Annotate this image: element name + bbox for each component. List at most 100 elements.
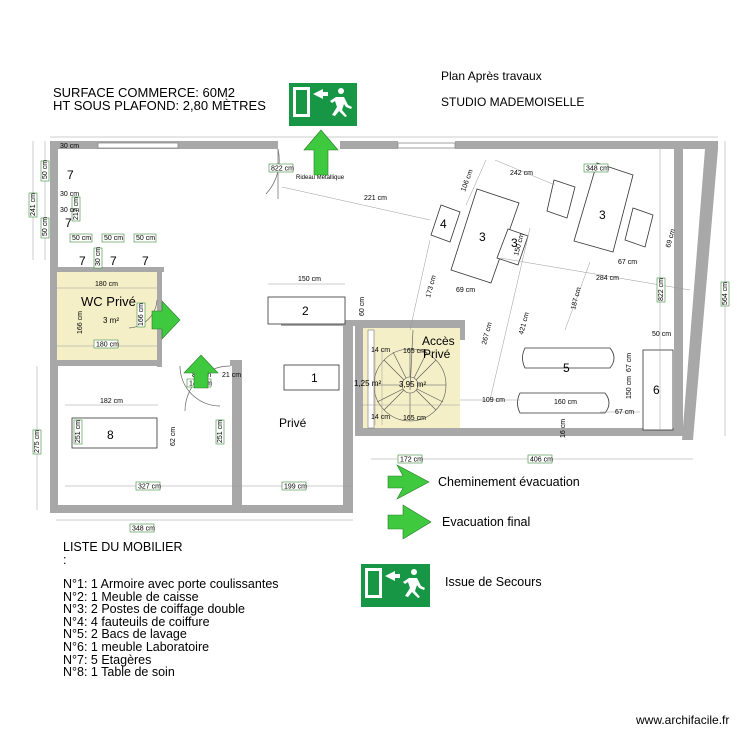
furniture-number: 2 <box>302 304 309 318</box>
stair-area: 1,25 m² <box>354 379 381 388</box>
dim-label: 67 cm <box>618 259 637 266</box>
furniture-number: 5 <box>563 361 570 375</box>
dim-label: 106 cm <box>460 169 474 193</box>
dim-label: 69 cm <box>665 228 677 248</box>
dim-label: 160 cm <box>554 399 577 406</box>
furniture-number: 7 <box>110 254 117 268</box>
surface-label: SURFACE COMMERCE: 60M2 <box>53 85 236 100</box>
mobilier-item: N°5: 2 Bacs de lavage <box>63 627 187 642</box>
dim-label: 348 cm <box>132 526 155 533</box>
mobilier-list: N°1: 1 Armoire avec porte coulissantes N… <box>63 578 279 679</box>
dim-label: 50 cm <box>136 235 155 242</box>
dim-label: 180 cm <box>95 281 118 288</box>
legend-evacuation: Evacuation final <box>442 515 531 529</box>
legend-cheminement: Cheminement évacuation <box>438 475 580 489</box>
dim-label: 348 cm <box>586 166 609 173</box>
wc-area: 3 m² <box>103 316 119 325</box>
dim-label: 67 cm <box>626 353 633 372</box>
dim-label: 50 cm <box>104 235 123 242</box>
dim-label: 275 cm <box>34 430 41 453</box>
studio-name: STUDIO MADEMOISELLE <box>441 95 585 109</box>
dim-label: 284 cm <box>596 275 619 282</box>
dim-label: 50 cm <box>652 331 671 338</box>
chairs <box>430 179 654 266</box>
dim-label: 421 cm <box>518 311 531 335</box>
dim-label: 30 cm <box>60 143 79 150</box>
stair-floor <box>363 328 460 428</box>
dim-label: 241 cm <box>30 193 37 216</box>
furniture-number: 3 <box>511 236 518 250</box>
dim-label: 187 cm <box>570 286 583 310</box>
dim-label: 67 cm <box>615 409 634 416</box>
legend-issue: Issue de Secours <box>445 575 542 589</box>
dim-label: 822 cm <box>658 278 665 301</box>
dim-label: 327 cm <box>138 484 161 491</box>
furniture-number: 1 <box>311 371 318 385</box>
dim-label: 14 cm <box>371 414 390 421</box>
acces-label-1: Accès <box>422 334 455 348</box>
dim-label: 251 cm <box>217 420 224 443</box>
mobilier-colon: : <box>63 553 67 567</box>
evacuation-final-arrow-icon <box>387 504 432 540</box>
dim-label: 16 cm <box>560 419 567 438</box>
cheminement-arrow-icon <box>387 464 430 500</box>
dim-label: 242 cm <box>510 170 533 177</box>
acces-area: 3,95 m² <box>399 380 426 389</box>
dim-label: 251 cm <box>75 420 82 443</box>
furniture-number: 3 <box>479 230 486 244</box>
dim-label: 173 cm <box>425 274 438 298</box>
dim-label: 564 cm <box>722 282 729 305</box>
dim-label: 199 cm <box>284 484 307 491</box>
dim-label: 180 cm <box>96 342 119 349</box>
arrow-up-icon <box>183 354 219 389</box>
mobilier-item: N°2: 1 Meuble de caisse <box>63 589 199 604</box>
rideau-label: Rideau Métallique <box>296 175 345 181</box>
dim-label: 165 cm <box>403 348 426 355</box>
dim-label: 166 cm <box>77 311 84 334</box>
footer-url[interactable]: www.archifacile.fr <box>636 713 730 727</box>
dim-label: 166 cm <box>138 303 145 326</box>
furniture-number: 7 <box>142 254 149 268</box>
dim-label: 165 cm <box>403 415 426 422</box>
mobilier-item: N°1: 1 Armoire avec porte coulissantes <box>63 577 279 591</box>
exit-sign-top-icon <box>289 83 357 126</box>
dim-label: 30 cm <box>60 207 79 214</box>
dim-label: 109 cm <box>482 397 505 404</box>
furniture <box>71 162 674 449</box>
mobilier-item: N°8: 1 Table de soin <box>63 665 175 680</box>
furniture-number: 6 <box>653 383 660 397</box>
dim-label: 217 cm <box>73 197 80 220</box>
dim-label: 150 cm <box>626 376 633 399</box>
plan-title: Plan Après travaux <box>441 69 542 83</box>
arrow-right-icon <box>151 300 181 340</box>
dim-label: 62 cm <box>170 427 177 446</box>
wash-basins <box>517 347 615 414</box>
furniture-number: 4 <box>440 217 447 231</box>
dim-label: 14 cm <box>371 347 390 354</box>
mobilier-item: N°3: 2 Postes de coiffage double <box>63 602 245 617</box>
dim-label: 60 cm <box>359 297 366 316</box>
dim-label: 267 cm <box>481 321 494 345</box>
dim-label: 30 cm <box>60 191 79 198</box>
dim-label: 822 cm <box>271 166 294 173</box>
mobilier-title: LISTE DU MOBILIER <box>63 540 183 554</box>
furniture-number: 7 <box>65 216 72 230</box>
dim-label: 182 cm <box>100 398 123 405</box>
dim-label: 50 cm <box>42 160 49 179</box>
mobilier-item: N°7: 5 Etagères <box>63 652 152 667</box>
dim-label: 50 cm <box>42 217 49 236</box>
exit-arrow-up-icon <box>303 129 339 176</box>
ceiling-height-label: HT SOUS PLAFOND: 2,80 MÈTRES <box>53 98 266 113</box>
acces-label-2: Privé <box>423 347 451 361</box>
wc-label: WC Privé <box>81 294 136 309</box>
dim-label: 30 cm <box>95 247 102 266</box>
furniture-number: 7 <box>79 254 86 268</box>
dim-label: 221 cm <box>364 195 387 202</box>
furniture-number: 7 <box>67 168 74 182</box>
dim-label: 150 cm <box>298 276 321 283</box>
furniture-number: 3 <box>599 208 606 222</box>
dim-label: 69 cm <box>456 287 475 294</box>
mobilier-item: N°4: 4 fauteuils de coiffure <box>63 614 210 629</box>
prive-label: Privé <box>279 416 307 430</box>
